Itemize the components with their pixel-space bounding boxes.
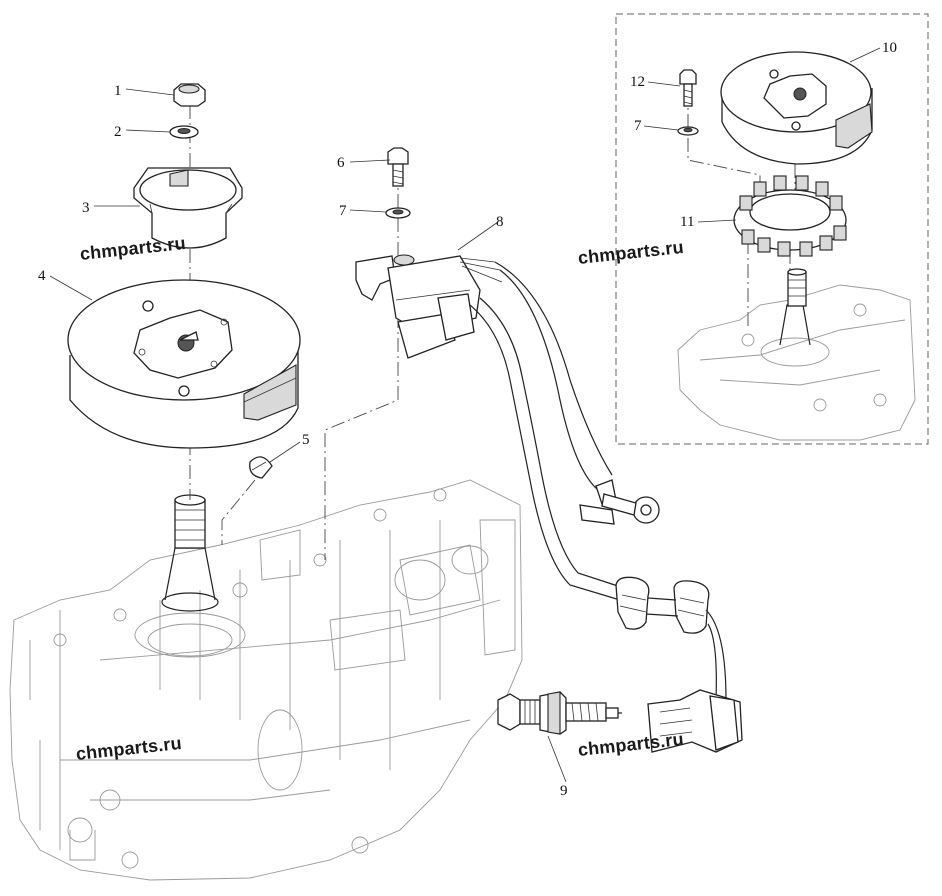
callout-11: 11	[680, 214, 694, 230]
callout-7-inset: 7	[634, 118, 642, 134]
stator	[733, 175, 847, 257]
flywheel	[67, 279, 301, 449]
callout-4: 4	[38, 268, 46, 284]
callout-9: 9	[560, 783, 568, 799]
bolt-inset	[679, 69, 697, 107]
engine-block	[9, 479, 523, 881]
leader-lines	[49, 47, 881, 783]
callout-2: 2	[114, 124, 122, 140]
starter-cup	[133, 167, 243, 249]
bolt-left	[387, 147, 409, 187]
centerline-inset	[687, 90, 796, 330]
callout-numbers: 1 2 3 4 5 6 7 8 9 10 7 11 12	[38, 40, 897, 799]
centerline-key	[221, 479, 256, 545]
inset-engine-block	[677, 268, 916, 441]
callout-6: 6	[337, 155, 345, 171]
callout-7-left: 7	[339, 203, 347, 219]
ht-lead-boot	[615, 576, 743, 753]
callout-10: 10	[882, 40, 897, 56]
callout-12: 12	[630, 74, 645, 90]
centerline-coil	[324, 170, 399, 560]
woodruff-key	[249, 456, 273, 479]
callout-3: 3	[82, 200, 90, 216]
callout-8: 8	[496, 214, 504, 230]
washer-small-inset	[677, 126, 699, 136]
inset-frame	[615, 13, 929, 445]
nut	[173, 83, 206, 107]
callout-1: 1	[114, 83, 122, 99]
washer-small-left	[385, 207, 411, 219]
flywheel-alt	[720, 51, 873, 165]
callout-5: 5	[302, 432, 310, 448]
spark-plug	[497, 691, 622, 735]
ignition-coil	[355, 254, 660, 601]
washer	[169, 125, 199, 139]
crankshaft-stub	[161, 494, 219, 612]
